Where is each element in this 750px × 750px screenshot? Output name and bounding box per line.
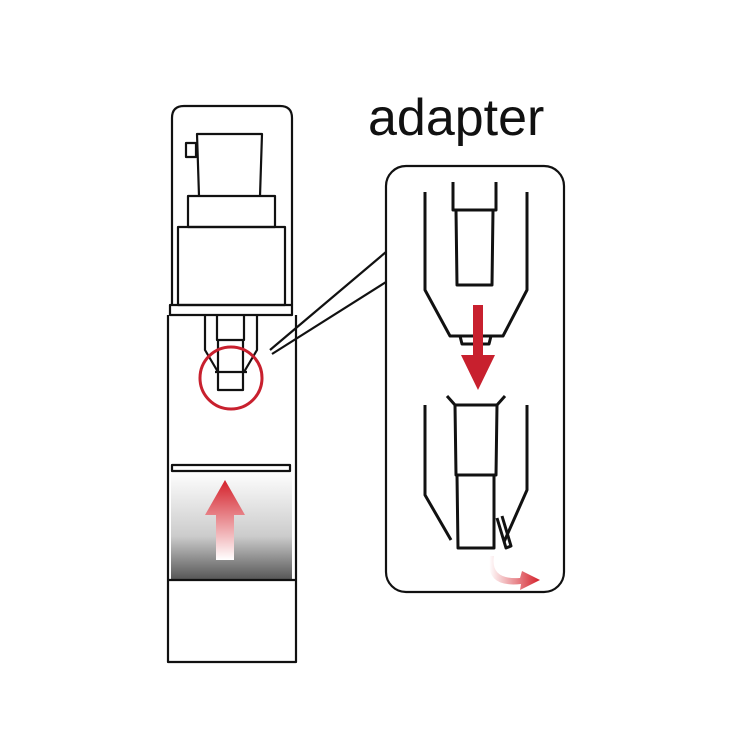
adapter-label: adapter [368,89,545,147]
pump-head [195,132,264,197]
collar [168,303,294,317]
slot [170,463,292,473]
flap [495,515,513,550]
body-outline [166,315,298,664]
pump-button [184,141,198,159]
adapter-after [423,405,529,543]
stem [203,315,259,373]
curved-arrow-icon [489,556,540,590]
cap-outline [170,104,294,305]
down-arrow-icon [461,305,495,390]
bottle [166,104,298,664]
up-arrow-icon [205,480,245,560]
callout-line [271,281,387,355]
highlight-circle [198,345,264,411]
callout-line [269,251,387,351]
inset-detail [384,164,566,594]
